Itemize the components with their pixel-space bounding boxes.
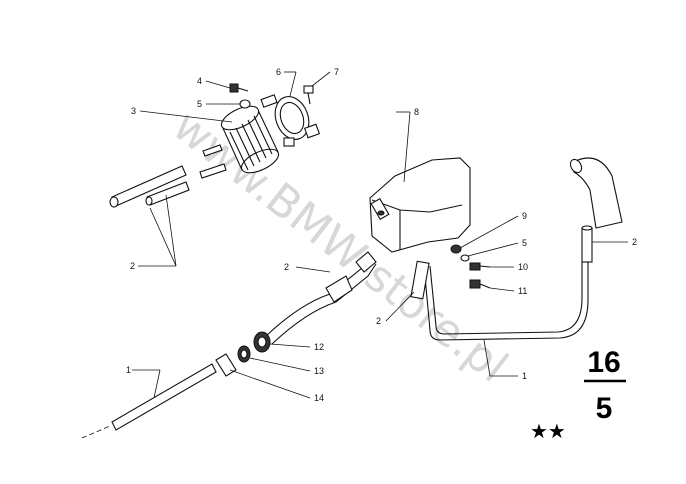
bolt-11[interactable] (469, 279, 491, 289)
watermark-text: www.BMW-store.pl (163, 100, 517, 392)
canister-clamp[interactable] (260, 92, 321, 147)
pipe-right[interactable] (423, 262, 589, 341)
callout-8: 8 (414, 107, 419, 117)
expansion-tank[interactable] (369, 157, 471, 253)
callout-1b: 1 (522, 371, 527, 381)
callout-2b: 2 (632, 237, 637, 247)
callout-5a: 5 (197, 99, 202, 109)
fitting-14[interactable] (215, 353, 237, 377)
callout-2a: 2 (130, 261, 135, 271)
hose-right-vertical[interactable] (581, 225, 593, 263)
washer-5b[interactable] (460, 254, 470, 262)
hose-pieces-left[interactable] (109, 165, 190, 208)
group-number: 16 5 (584, 346, 626, 425)
washer-9[interactable] (450, 244, 462, 254)
elbow-connector[interactable] (568, 157, 623, 229)
callout-6: 6 (276, 67, 281, 77)
callout-3: 3 (131, 106, 136, 116)
group-number-bottom: 5 (596, 392, 613, 425)
hose-curved[interactable] (265, 251, 377, 345)
callout-10: 10 (518, 262, 528, 272)
hose-middle-short[interactable] (410, 260, 430, 300)
pipe-right-inner (429, 262, 583, 335)
callout-2d: 2 (376, 316, 381, 326)
fitting-12[interactable] (253, 331, 271, 353)
bolt-4[interactable] (229, 83, 249, 93)
group-number-top: 16 (587, 346, 620, 379)
fitting-13[interactable] (237, 345, 251, 363)
callout-14: 14 (314, 393, 324, 403)
pipe-left[interactable] (81, 363, 217, 439)
callout-11: 11 (518, 286, 527, 296)
callout-1a: 1 (126, 365, 131, 375)
callout-labels: 4 5 3 6 7 2 8 9 5 10 11 2 2 2 1 12 13 14… (126, 67, 637, 403)
fuel-canister[interactable] (199, 101, 282, 179)
callout-12: 12 (314, 342, 324, 352)
callout-2c: 2 (284, 262, 289, 272)
callout-5b: 5 (522, 238, 527, 248)
washer-5[interactable] (239, 99, 251, 109)
callout-7: 7 (334, 67, 339, 77)
bolt-10[interactable] (469, 262, 491, 271)
bolt-7[interactable] (303, 85, 314, 105)
callout-9: 9 (522, 211, 527, 221)
callout-13: 13 (314, 366, 324, 376)
rating-stars: ★★ (530, 419, 566, 443)
callout-4: 4 (197, 76, 202, 86)
leader-lines (132, 71, 628, 399)
